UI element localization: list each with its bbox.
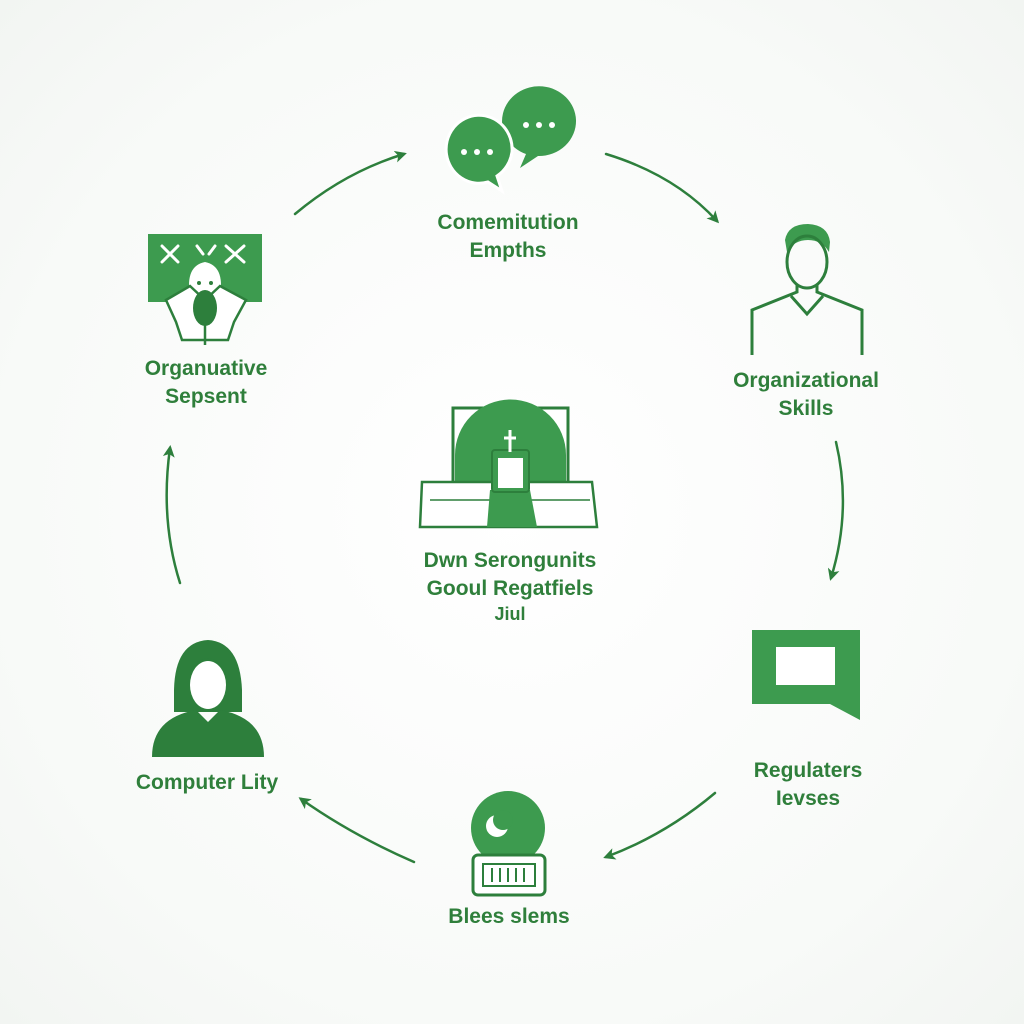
chat-bubbles-icon xyxy=(444,86,577,195)
label-line: Empths xyxy=(469,239,547,262)
center-label: Dwn Serongunits Gooul Regatfiels Jiul xyxy=(424,547,597,625)
center-label-line: Dwn Serongunits xyxy=(423,549,597,572)
label-regulaters: Regulaters Ievses xyxy=(754,757,863,813)
label-line: Sepsent xyxy=(165,385,247,408)
label-line: Computer Lity xyxy=(135,771,279,794)
man-avatar-icon xyxy=(750,224,864,355)
center-label-line: Gooul Regatfiels xyxy=(426,577,594,600)
label-communication: Comemitution Empths xyxy=(437,209,578,265)
label-computer: Computer Lity xyxy=(136,769,278,797)
label-line: Regulaters xyxy=(753,759,863,782)
laptop-cross-icon xyxy=(418,399,599,529)
label-organizational-skills: Organizational Skills xyxy=(733,367,879,423)
label-line: Organuative xyxy=(144,357,268,380)
arrow-right xyxy=(827,440,845,581)
speech-box-icon xyxy=(752,630,860,720)
label-line: Comemitution xyxy=(437,211,579,234)
label-organuative: Organuative Sepsent xyxy=(145,355,268,411)
label-line: Ievses xyxy=(775,787,841,810)
globe-keyboard-icon xyxy=(471,791,547,897)
cycle-arrows xyxy=(162,150,845,864)
mascot-banner-icon xyxy=(148,234,262,345)
label-blees: Blees slems xyxy=(448,903,569,931)
arrow-left xyxy=(162,445,182,585)
label-line: Skills xyxy=(778,397,834,420)
arrow-bottom-right xyxy=(603,791,717,860)
arrow-bottom-left xyxy=(298,797,416,864)
woman-avatar-icon xyxy=(152,640,264,757)
center-label-line: Jiul xyxy=(494,604,526,624)
arrow-top-left xyxy=(293,150,407,216)
label-line: Organizational xyxy=(733,369,879,392)
label-line: Blees slems xyxy=(448,905,570,928)
arrow-top-right xyxy=(604,152,720,224)
